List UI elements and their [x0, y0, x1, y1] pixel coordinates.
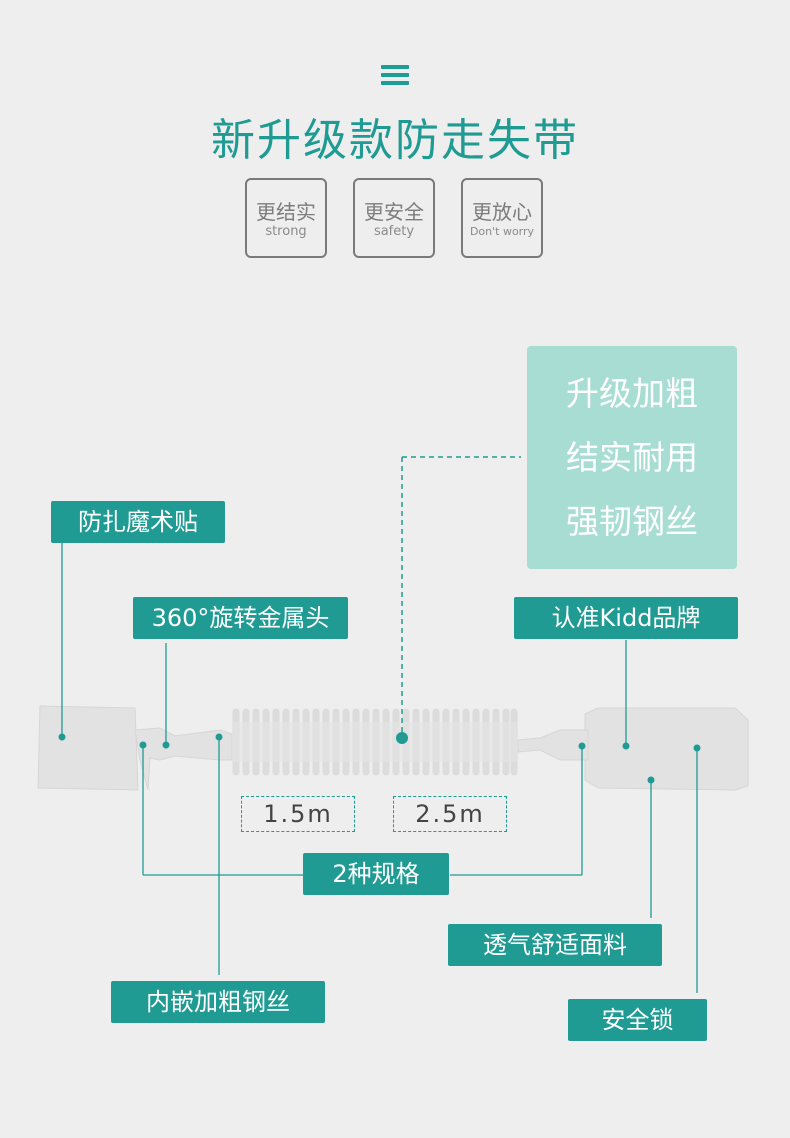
badge-strong-en: strong: [265, 224, 307, 239]
label-steel-wire: 内嵌加粗钢丝: [111, 981, 325, 1023]
label-safety-lock: 安全锁: [568, 999, 707, 1041]
menu-icon[interactable]: [381, 65, 409, 85]
badge-dont-worry-en: Don't worry: [469, 225, 535, 238]
badge-safety: 更安全 safety: [353, 178, 435, 258]
left-head: [134, 727, 233, 791]
highlight-line-1: 升级加粗: [566, 374, 698, 413]
label-specs: 2种规格: [303, 853, 449, 895]
badge-safety-zh: 更安全: [364, 200, 424, 224]
left-cuff: [37, 705, 139, 791]
badge-strong: 更结实 strong: [245, 178, 327, 258]
label-metal-head: 360°旋转金属头: [133, 597, 348, 639]
steel-wire-highlight: 升级加粗 结实耐用 强韧钢丝: [527, 346, 737, 569]
highlight-line-2: 结实耐用: [566, 438, 698, 477]
badge-safety-en: safety: [373, 224, 415, 239]
highlight-line-3: 强韧钢丝: [566, 502, 698, 541]
length-option-long: 2.5m: [393, 796, 507, 832]
right-connector: [517, 729, 589, 761]
label-fabric: 透气舒适面料: [448, 924, 662, 966]
label-velcro: 防扎魔术贴: [51, 501, 225, 543]
badge-dont-worry: 更放心 Don't worry: [461, 178, 543, 258]
right-cuff: [584, 707, 749, 791]
length-option-short: 1.5m: [241, 796, 355, 832]
label-brand: 认准Kidd品牌: [514, 597, 738, 639]
page-title: 新升级款防走失带: [211, 115, 579, 166]
badge-dont-worry-zh: 更放心: [472, 200, 532, 224]
badge-strong-zh: 更结实: [256, 200, 316, 224]
